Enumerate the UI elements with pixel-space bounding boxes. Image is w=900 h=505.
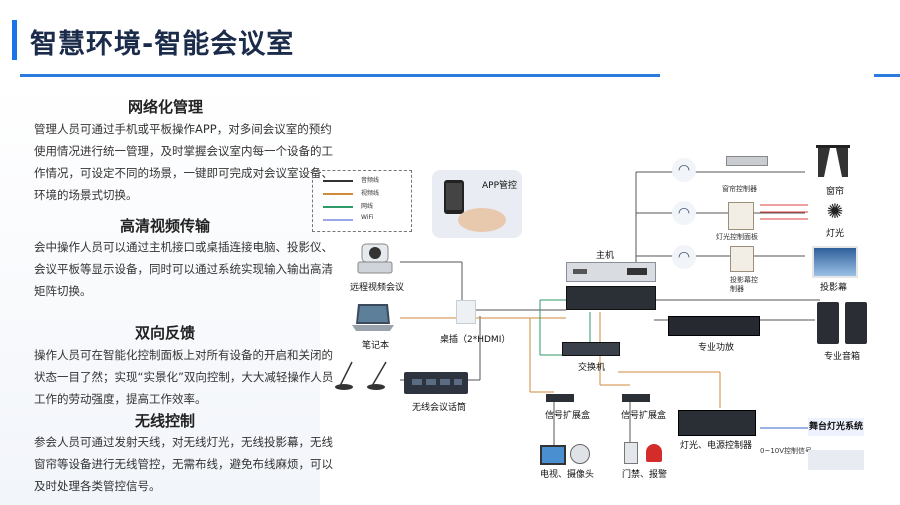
curtain [816, 145, 850, 179]
alarm-icon [646, 444, 662, 462]
legend-item-audio: 音频线 [323, 175, 393, 185]
power-controller-label: 灯光、电源控制器 [680, 438, 752, 451]
stage-lighting-tag: 舞台灯光系统 [808, 418, 864, 436]
speaker-label: 专业音箱 [824, 349, 860, 362]
host-unit-top [566, 262, 656, 282]
dim-signal-label: 0~10V控制信号 [760, 446, 812, 456]
ptz-camera-icon [352, 238, 398, 276]
light-bulb: ✺ [822, 198, 848, 224]
host-unit-bottom [566, 286, 656, 310]
switch-label: 交换机 [578, 360, 605, 373]
amplifier-label: 专业功放 [698, 340, 734, 353]
wifi-icon-curtain: ◠ [672, 158, 696, 182]
light-control-label: 灯光控制面板 [716, 232, 758, 242]
app-control-label: APP管控 [482, 178, 517, 191]
speaker-right [845, 302, 867, 344]
legend-item-network: 网线 [323, 201, 393, 211]
desk-socket [456, 300, 476, 324]
power-controller [678, 410, 756, 436]
wifi-icon-light: ◠ [672, 201, 696, 225]
wireless-mic-label: 无线会议话筒 [412, 400, 466, 413]
curtain-controller [726, 156, 768, 166]
desk-socket-label: 桌插（2*HDMI） [440, 332, 510, 345]
curtain-controller-label: 窗帘控制器 [722, 184, 757, 194]
door-access-icon [624, 442, 638, 464]
remote-video-camera [352, 238, 398, 276]
curtain-icon [816, 145, 850, 179]
legend: 音频线 视频线 网线 WiFi [312, 170, 412, 232]
signal-box-1-label: 信号扩展盒 [545, 408, 590, 421]
laptop [350, 300, 396, 334]
camera-icon [570, 444, 590, 464]
laptop-icon [350, 300, 396, 334]
network-switch [562, 342, 620, 356]
signal-box-2-label: 信号扩展盒 [621, 408, 666, 421]
wifi-icon-projector: ◠ [672, 245, 696, 269]
legend-item-wifi: WiFi [323, 214, 393, 224]
light-label: 灯光 [826, 226, 844, 239]
stage-lighting-fixtures [808, 450, 864, 470]
speaker-left [817, 302, 839, 344]
curtain-label: 窗帘 [826, 184, 844, 197]
projector-screen [812, 246, 858, 278]
gooseneck-microphones [332, 356, 396, 392]
tv-camera-label: 电视、摄像头 [540, 467, 594, 480]
tv-icon [540, 445, 566, 465]
signal-box-2 [622, 394, 650, 402]
projector-screen-controller [730, 246, 754, 272]
light-control-panel [728, 202, 754, 230]
projector-screen-label: 投影幕 [820, 280, 847, 293]
laptop-label: 笔记本 [362, 338, 389, 351]
legend-item-video: 视频线 [323, 188, 393, 198]
microphone-icon [332, 356, 396, 392]
amplifier [668, 316, 760, 336]
host-label: 主机 [596, 248, 614, 261]
antenna-icon [404, 372, 468, 394]
remote-video-label: 远程视频会议 [350, 280, 404, 293]
wireless-mic-receiver [404, 372, 468, 394]
door-alarm-label: 门禁、报警 [622, 467, 667, 480]
projector-ctrl-label: 投影幕控制器 [730, 276, 760, 294]
antenna-icon [567, 263, 655, 281]
signal-box-1 [546, 394, 574, 402]
